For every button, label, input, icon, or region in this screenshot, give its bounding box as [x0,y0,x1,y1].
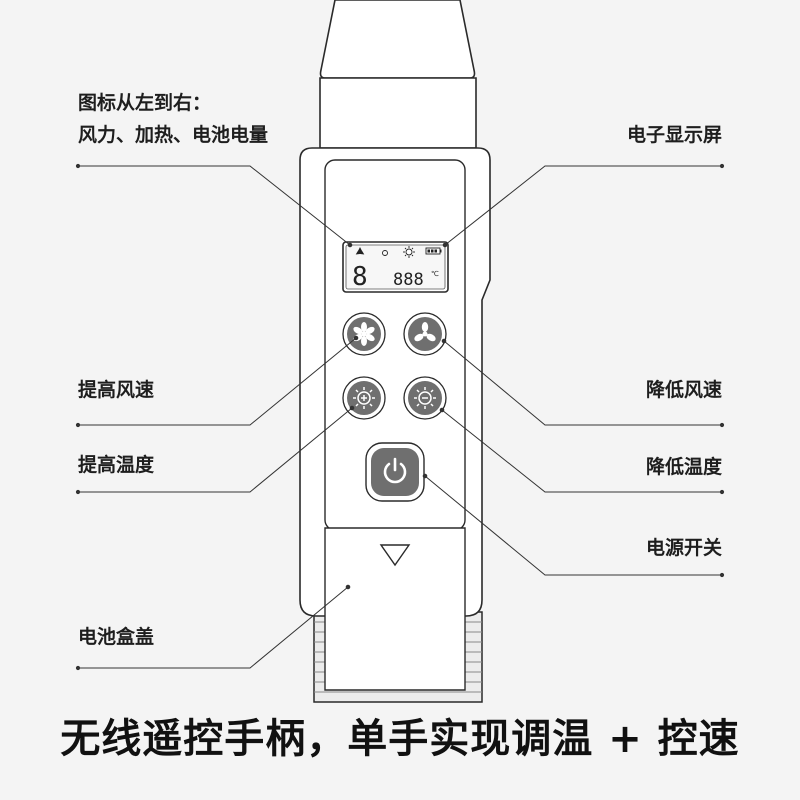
handle-body [299,147,491,691]
label-display: 电子显示屏 [626,124,722,146]
fan-down-icon [414,322,436,342]
temp-up-icon [353,387,375,409]
leader-lines [75,163,725,671]
power-icon [383,457,407,484]
leader-temp-up [78,407,353,493]
triangle-arrow-icon [379,544,411,567]
heat-icon [382,250,388,256]
leader-fan-down [443,340,722,426]
battery-icon [425,247,442,255]
leader-temp-down [441,409,722,493]
fan-icon [355,247,365,255]
fan-up-button[interactable] [342,312,386,356]
leader-icons [78,165,351,246]
label-fan-up: 提高风速 [78,379,155,401]
temp-down-icon [414,387,436,409]
leader-display [444,165,722,246]
leader-fan-up [78,337,357,426]
sun-icon [403,246,415,258]
label-power: 电源开关 [645,537,722,559]
leader-battery-cover [78,586,349,669]
lcd-digits-right: 888 [393,270,424,290]
fan-down-button[interactable] [403,312,447,356]
leader-power [424,475,722,576]
lcd-digit-left: 8 [352,262,368,292]
label-temp-down: 降低温度 [645,456,722,478]
lcd-unit: ℃ [431,270,439,278]
label-icons-title: 图标从左到右： [78,92,212,114]
temp-down-button[interactable] [403,376,447,420]
label-temp-up: 提高温度 [78,454,155,476]
caption: 无线遥控手柄，单手实现调温 + 控速 [60,716,740,762]
label-icons-desc: 风力、加热、电池电量 [78,124,269,146]
lcd-display: 8 888 ℃ [342,241,449,293]
top-nozzle [319,0,477,149]
temp-up-button[interactable] [342,376,386,420]
fan-up-icon [353,322,375,346]
power-button[interactable] [365,442,425,502]
label-battery-cover: 电池盒盖 [78,626,155,648]
label-fan-down: 降低风速 [645,379,722,401]
